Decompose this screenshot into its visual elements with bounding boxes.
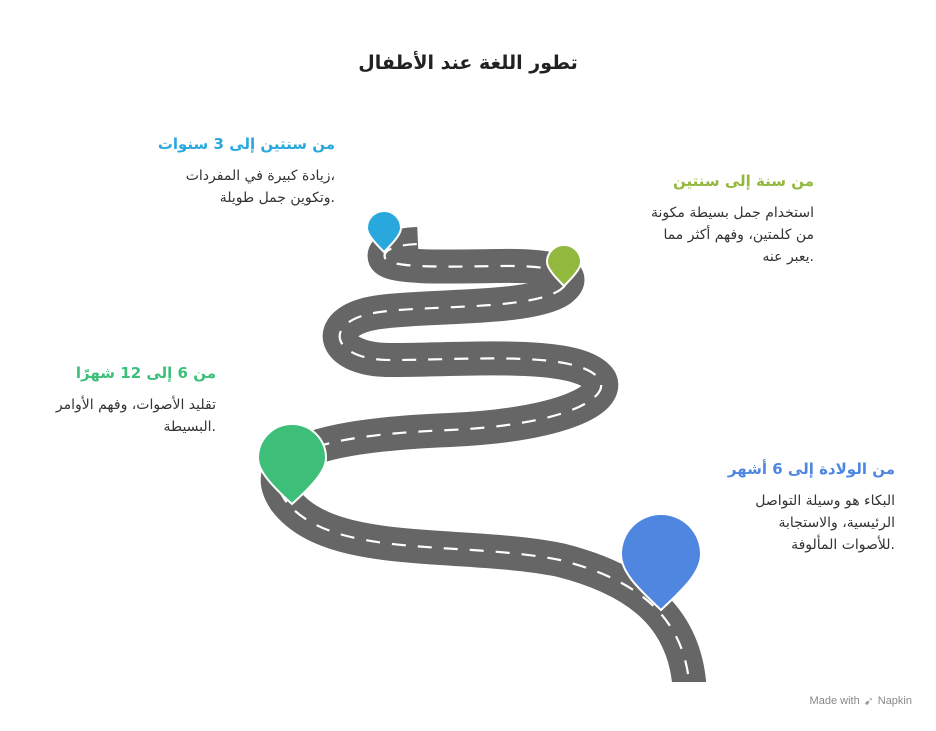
milestone-description: تقليد الأصوات، وفهم الأوامر .البسيطة	[55, 397, 216, 435]
road-center-line	[276, 242, 691, 682]
milestone-description: استخدام جمل بسيطة مكونة من كلمتين، وفهم …	[651, 205, 814, 265]
milestone-2-3-years: من سنتين إلى 3 سنوات ،زيادة كبيرة في الم…	[158, 135, 335, 209]
road-surface	[260, 227, 707, 682]
milestone-heading: من الولادة إلى 6 أشهر	[727, 460, 895, 478]
pin-6-12-months	[256, 423, 328, 506]
milestone-1-2-years: من سنة إلى سنتين استخدام جمل بسيطة مكونة…	[614, 172, 814, 268]
milestone-birth-6-months: من الولادة إلى 6 أشهر البكاء هو وسيلة ال…	[727, 460, 895, 556]
napkin-brand-label: Napkin	[877, 695, 912, 707]
made-with-label: Made with	[809, 695, 860, 707]
napkin-logo-icon: ➹	[863, 694, 874, 708]
milestone-heading: من سنتين إلى 3 سنوات	[157, 135, 335, 153]
milestone-6-12-months: من 6 إلى 12 شهرًا تقليد الأصوات، وفهم ال…	[56, 364, 216, 438]
pin-2-3-years	[365, 210, 403, 254]
pin-1-2-years	[545, 244, 583, 288]
milestone-heading: من سنة إلى سنتين	[673, 172, 814, 190]
milestone-description: البكاء هو وسيلة التواصل الرئيسية، والاست…	[755, 493, 895, 553]
made-with-napkin-credit[interactable]: Made with ➹ Napkin	[810, 694, 912, 708]
diagram-title: تطور اللغة عند الأطفال	[358, 52, 578, 74]
milestone-description: ،زيادة كبيرة في المفردات .وتكوين جمل طوي…	[185, 168, 335, 206]
milestone-heading: من 6 إلى 12 شهرًا	[75, 364, 216, 382]
pin-birth-6-months	[619, 513, 703, 612]
